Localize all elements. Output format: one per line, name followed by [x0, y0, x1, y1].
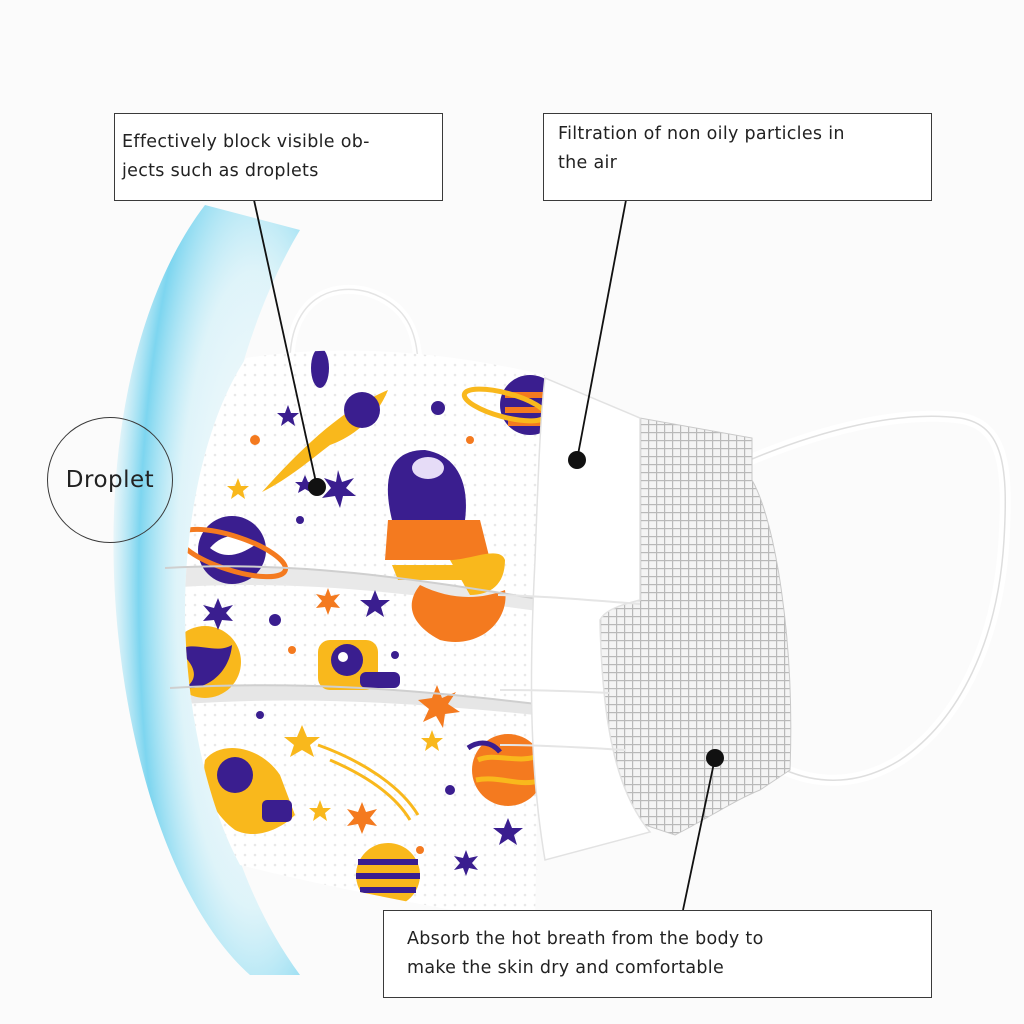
- middle-white-layer: [530, 376, 652, 861]
- ear-loop-right-shade: [744, 415, 1006, 781]
- callout-block-droplets: Effectively block visible ob- jects such…: [114, 113, 443, 201]
- callout-filtration: Filtration of non oily particles in the …: [543, 113, 932, 201]
- striped-planet-icon: [461, 375, 545, 435]
- pointer-dot-droplets: [308, 478, 326, 496]
- droplet-label: Droplet: [47, 417, 173, 543]
- inner-mesh-layer: [599, 417, 792, 836]
- pointer-dot-filtration: [568, 451, 586, 469]
- pointer-dot-absorb: [706, 749, 724, 767]
- pointer-lines: [253, 199, 716, 911]
- outer-printed-layer: [164, 350, 546, 925]
- shield-arc: [113, 205, 300, 975]
- ear-loop-top-shade: [289, 288, 419, 369]
- callout-filtration-line1: Filtration of non oily particles in: [558, 124, 845, 144]
- callout-droplets-line1: Effectively block visible ob-: [122, 132, 370, 152]
- decor-dots: [250, 401, 474, 854]
- star-yellow-icon: [227, 478, 443, 821]
- starburst-icon: [203, 470, 478, 876]
- callout-filtration-line2: the air: [558, 153, 618, 173]
- rocket-icon: [385, 450, 506, 642]
- striped-planet-bottom-icon: [356, 843, 420, 907]
- rocket-tip-icon: [311, 350, 329, 388]
- callout-absorb-line1: Absorb the hot breath from the body to: [407, 929, 764, 949]
- callout-absorb-breath: Absorb the hot breath from the body to m…: [383, 910, 932, 998]
- astronaut-icon: [318, 640, 400, 690]
- callout-droplets-line2: jects such as droplets: [122, 161, 319, 181]
- rocket-bottom-icon: [204, 748, 295, 835]
- callout-absorb-line2: make the skin dry and comfortable: [407, 958, 725, 978]
